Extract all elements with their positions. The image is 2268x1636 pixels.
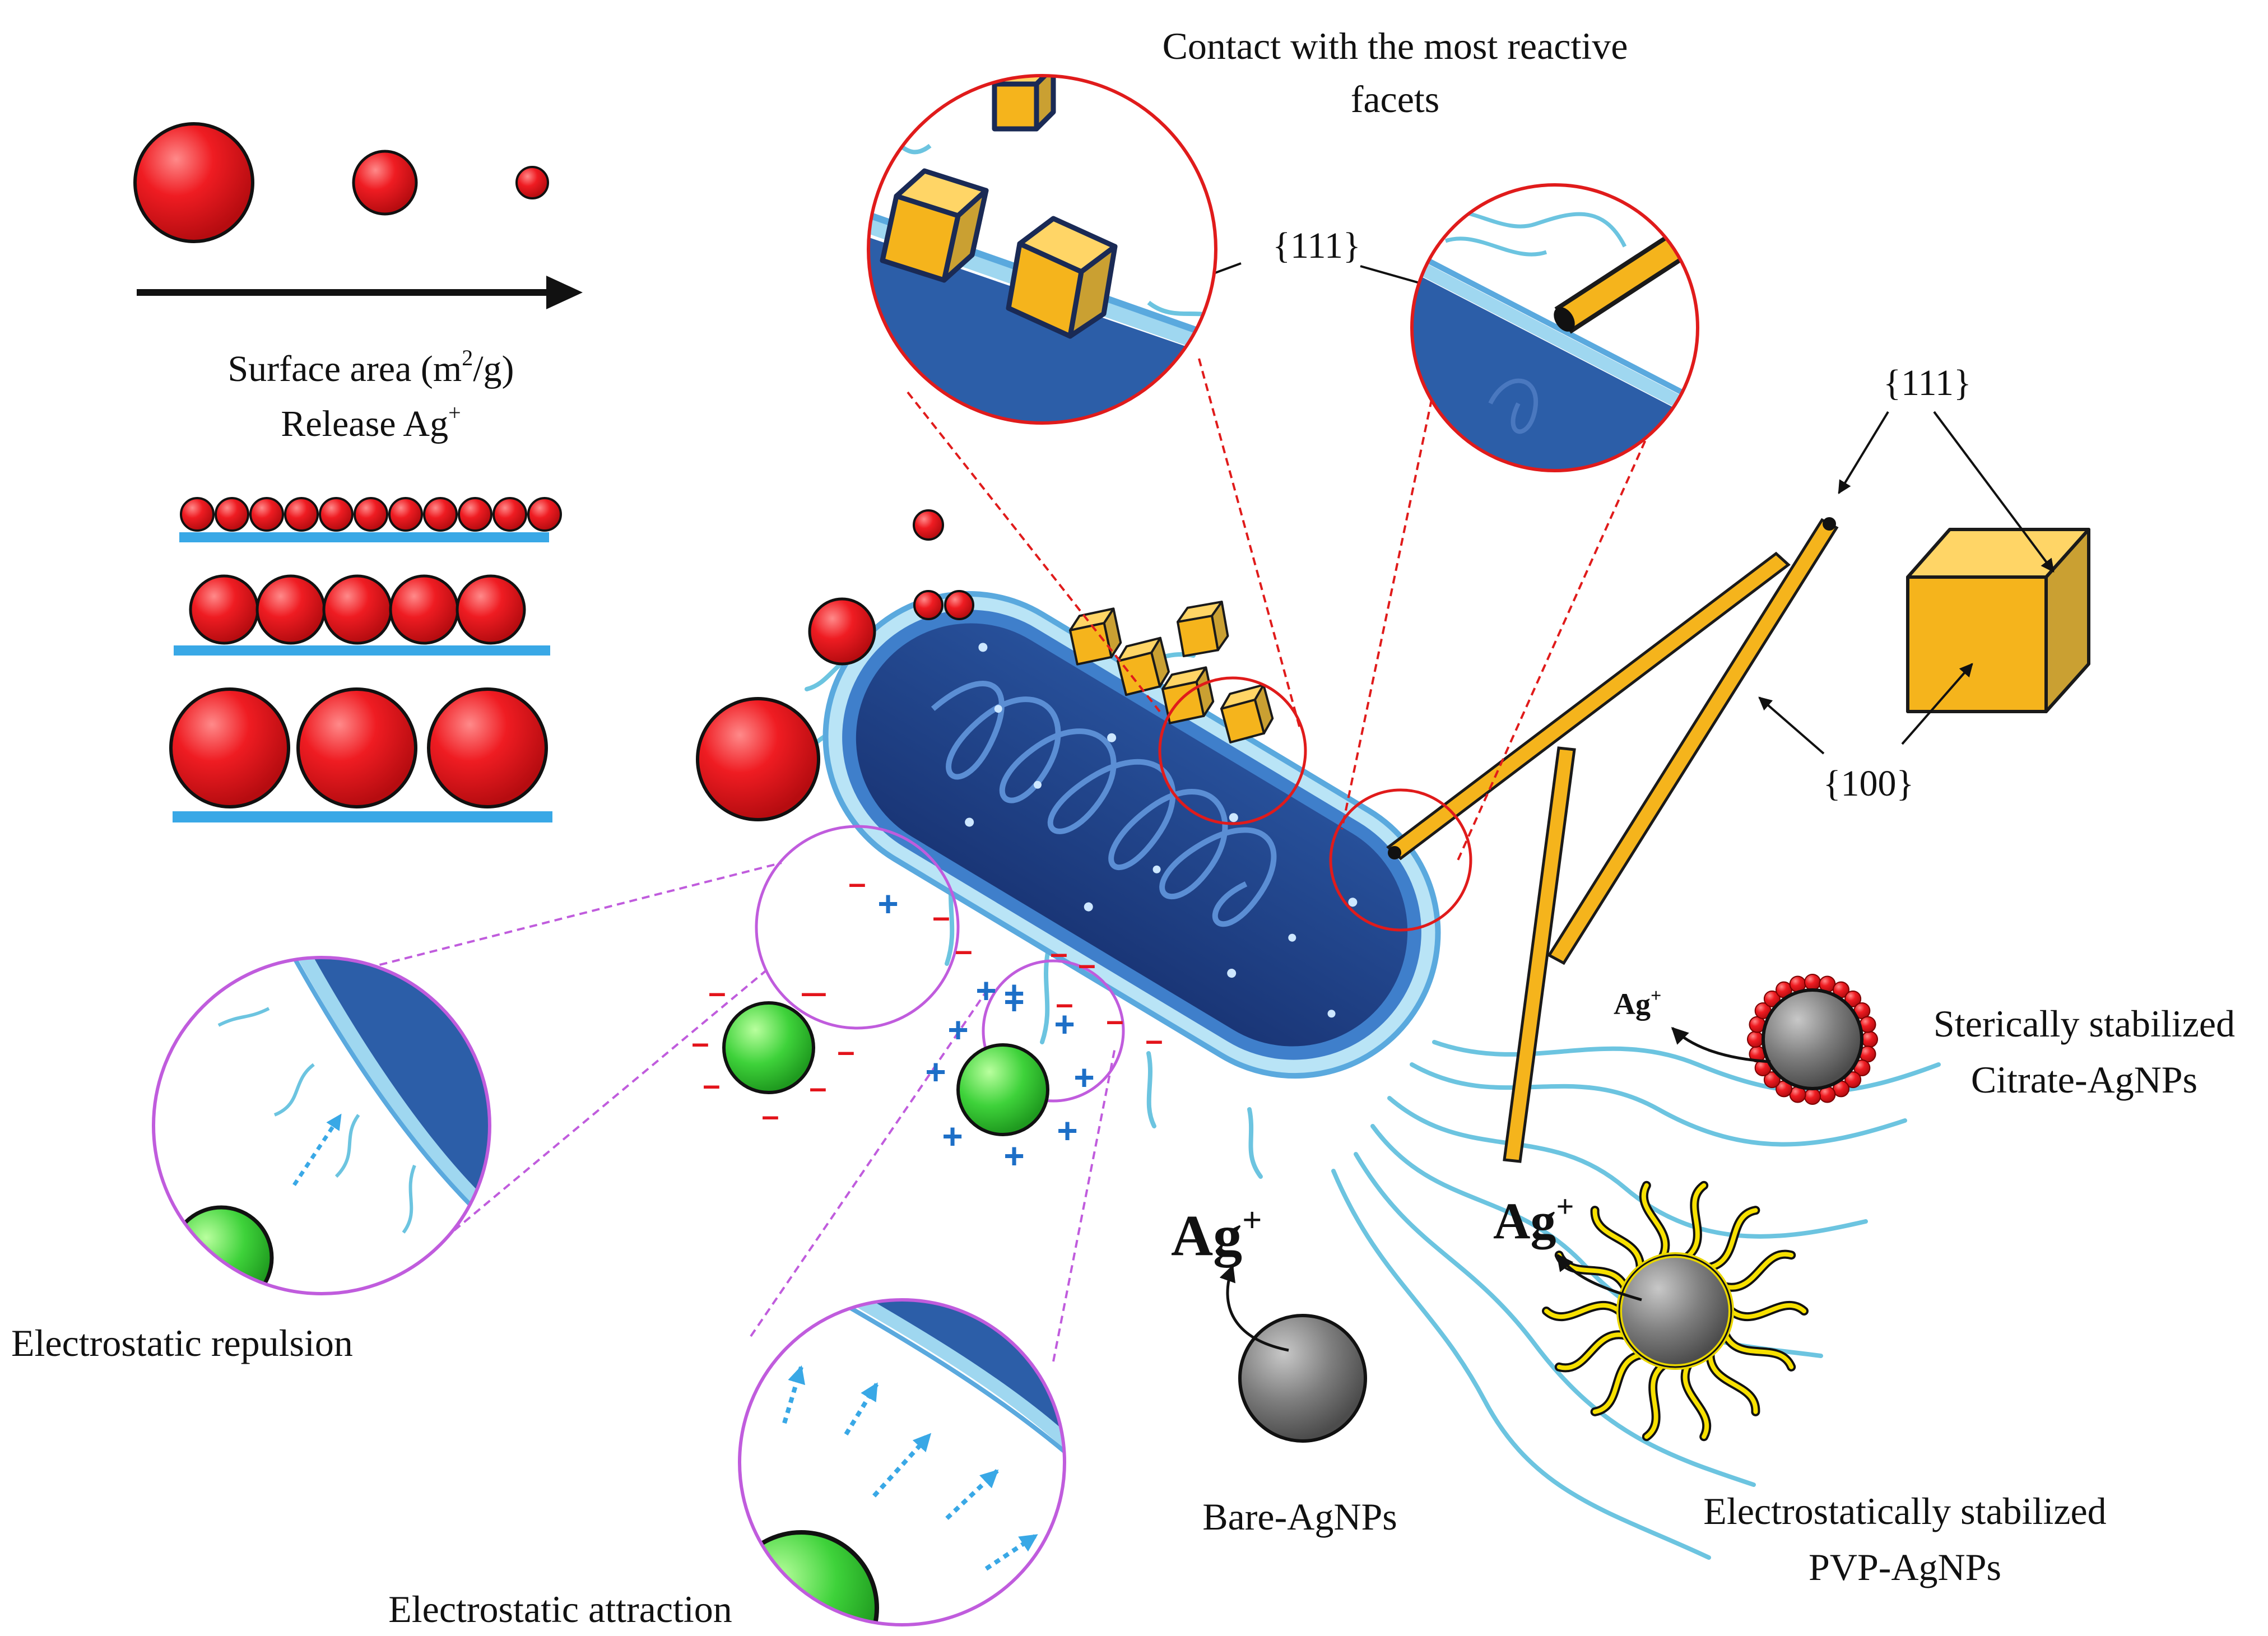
contact-label-1: Contact with the most reactive (1163, 25, 1628, 67)
np-large (133, 122, 254, 243)
zoom-repulsion (152, 956, 491, 1295)
electrostatic-attraction-label: Electrostatic attraction (388, 1588, 732, 1630)
surface-line-1 (179, 532, 549, 542)
gold-nanocube (1161, 666, 1215, 724)
bare-agnp: Ag+ Bare-AgNPs (1171, 1201, 1397, 1538)
negative-charge: – (1056, 986, 1073, 1021)
positive-charge: + (947, 1010, 968, 1050)
size-trend-panel: Surface area (m2/g) Release Ag+ (133, 122, 583, 444)
zoom-source-circles (755, 676, 1472, 1103)
sterically-label-1: Sterically stabilized (1934, 1002, 2235, 1045)
bare-agnps-label: Bare-AgNPs (1202, 1495, 1397, 1538)
ag-ion-pvp: Ag+ (1493, 1189, 1574, 1249)
neutral-nps (722, 1001, 1049, 1136)
surface-rows (169, 497, 562, 822)
ag-ion-citrate: Ag+ (1614, 986, 1661, 1021)
positive-charge: + (1073, 1057, 1094, 1098)
small-np (215, 497, 249, 532)
release-ag-label: Release Ag+ (281, 400, 461, 444)
large-np-row (169, 687, 548, 808)
surface-line-3 (173, 811, 552, 822)
gold-nanocube (1117, 636, 1170, 696)
nanorod-1 (1386, 551, 1791, 861)
gold-nanocube-large (1906, 528, 2090, 713)
citrate-shell (1747, 974, 1878, 1105)
negative-charge: – (708, 974, 726, 1010)
negative-charge: – (1050, 935, 1067, 970)
zoom-connectors-red (907, 358, 1657, 863)
negative-charge: – (1145, 1022, 1163, 1057)
trend-arrowhead (546, 276, 583, 309)
negative-charge: – (691, 1025, 709, 1060)
nanorod-3 (1503, 746, 1576, 1163)
zoom-cubes-contact (867, 74, 1217, 425)
positive-charge: + (1003, 973, 1024, 1014)
small-np (354, 497, 388, 532)
gold-nanorods (1386, 517, 1839, 1163)
positive-charge: + (975, 970, 996, 1011)
silver-nps-near-cell (696, 509, 974, 821)
np-medium (352, 150, 418, 216)
citrate-agnp: Ag+ Sterically stabilized Citrate-AgNPs (1614, 974, 2235, 1105)
negative-charge: – (932, 899, 950, 934)
surface-line-2 (174, 645, 550, 656)
facet-111-label-right: {111} (1883, 362, 1971, 403)
gold-nanocube (1220, 684, 1274, 743)
citrate-agnp-particle (1762, 988, 1863, 1090)
positive-charge: + (1057, 1110, 1077, 1151)
small-np (249, 497, 284, 532)
positive-charge: + (1054, 1004, 1075, 1044)
negative-charge: – (1106, 1002, 1123, 1038)
negative-charge: – (809, 1070, 826, 1105)
positive-charge: + (925, 1052, 946, 1092)
negative-charge: – (1078, 946, 1095, 982)
negative-charge: – (809, 974, 826, 1010)
bacterium-dna (931, 681, 1277, 927)
bare-agnp-particle (1238, 1314, 1367, 1443)
small-np (180, 497, 215, 532)
small-np (527, 497, 562, 532)
facet-111-label-top: {111} (1272, 225, 1360, 266)
green-np-attraction (956, 1043, 1049, 1136)
negative-charge: – (761, 1098, 779, 1133)
electrostatically-label-1: Electrostatically stabilized (1703, 1490, 2106, 1532)
zoom-attraction (738, 1298, 1066, 1626)
negative-charge: – (848, 865, 866, 900)
negative-charge: – (837, 1033, 854, 1068)
negative-charge: – (703, 1067, 720, 1102)
small-np (423, 497, 458, 532)
negative-charge: – (801, 974, 818, 1010)
negative-charge: – (955, 932, 972, 968)
electrostatic-repulsion-label: Electrostatic repulsion (11, 1322, 353, 1364)
small-np (319, 497, 354, 532)
medium-np-row (189, 574, 526, 645)
electrostatically-label-2: PVP-AgNPs (1809, 1546, 2001, 1588)
contact-label-2: facets (1351, 78, 1440, 120)
np-small (515, 166, 549, 199)
small-np (388, 497, 423, 532)
bacterium (822, 591, 1441, 1079)
nanorod-2 (1547, 518, 1839, 965)
small-np-row (180, 497, 562, 532)
positive-charge: + (1003, 1136, 1024, 1176)
positive-charge: + (1003, 982, 1024, 1022)
gold-nanocube (1177, 601, 1229, 658)
sterically-label-2: Citrate-AgNPs (1971, 1058, 2197, 1101)
ag-ion-bare: Ag+ (1171, 1201, 1262, 1268)
surface-area-label: Surface area (m2/g) (227, 345, 514, 389)
facet-100-label: {100} (1823, 763, 1914, 804)
positive-charge: + (942, 1116, 963, 1156)
green-np-repulsion (722, 1001, 815, 1094)
small-np (284, 497, 319, 532)
zoom-rod-contact (1410, 183, 1699, 472)
pvp-agnp: Ag+ Electrostatically stabilized PVP-AgN… (1493, 1180, 2107, 1588)
positive-charge: + (877, 884, 898, 924)
small-np (458, 497, 492, 532)
small-np (492, 497, 527, 532)
